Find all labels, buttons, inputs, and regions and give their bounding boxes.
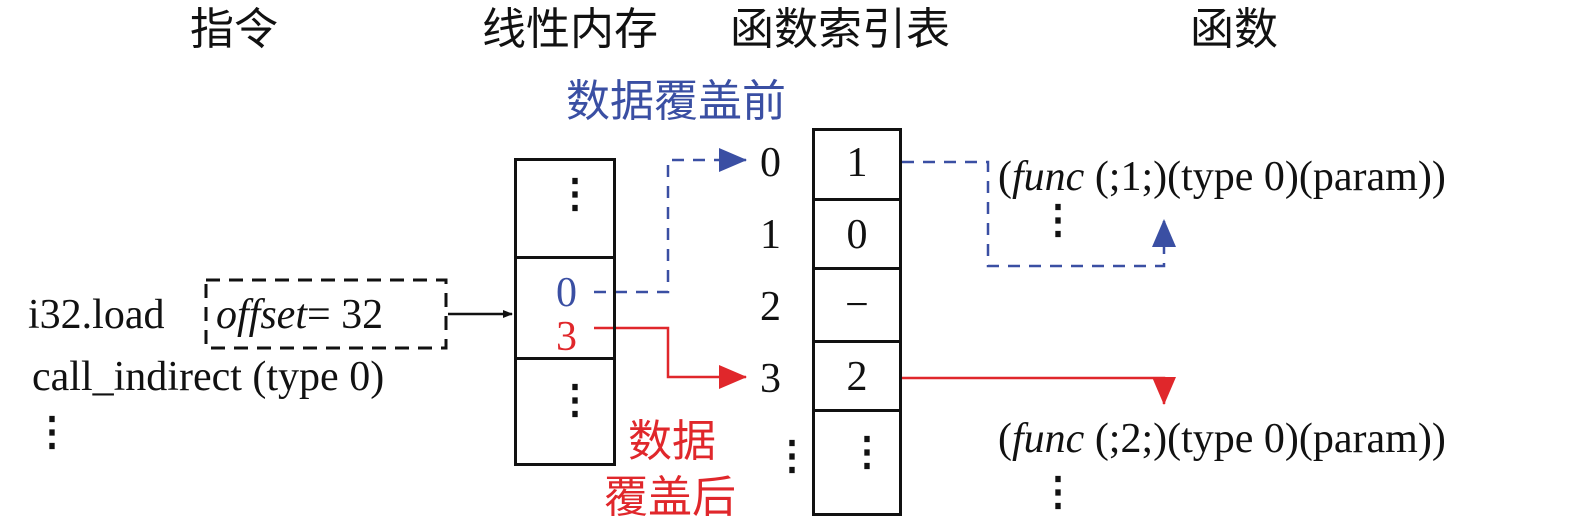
instr-call-indirect: call_indirect (type 0): [32, 354, 385, 400]
func-1-prefix: (: [998, 154, 1012, 200]
func-2-keyword: func: [1012, 416, 1085, 462]
func-table-row-1: [812, 198, 902, 270]
table-index-1: 1: [760, 212, 781, 258]
after-index-arrow: [594, 326, 747, 389]
table-index-2: 2: [760, 284, 781, 330]
func-table-box: [812, 128, 902, 516]
func-1-keyword: func: [1012, 154, 1085, 200]
header-functions: 函数: [1190, 5, 1278, 54]
memory-top-ellipsis: ⋮: [555, 171, 595, 216]
func-1-signature: (func (;1;)(type 0)(param)): [998, 156, 1446, 198]
table-index-0: 0: [760, 140, 781, 186]
header-instruction: 指令: [190, 5, 278, 54]
after-func-arrow: [902, 376, 1176, 405]
table-index-ellipsis: ⋮: [772, 433, 812, 478]
table-entry-2: −: [845, 282, 869, 328]
label-after-overwrite-line1: 数据: [628, 417, 716, 466]
linear-memory-middle-cell: [514, 256, 616, 360]
func-2-signature: (func (;2;)(type 0)(param)): [998, 418, 1446, 460]
func-table-row-3: [812, 340, 902, 412]
table-entry-0: 1: [846, 140, 868, 186]
func-2-rest: (;2;)(type 0)(param)): [1084, 416, 1446, 462]
header-func-table: 函数索引表: [730, 5, 950, 54]
label-after-overwrite-line2: 覆盖后: [604, 473, 736, 522]
func-2-prefix: (: [998, 416, 1012, 462]
offset-name: offset: [216, 292, 307, 338]
table-index-3: 3: [760, 356, 781, 402]
instr-offset: offset= 32: [216, 294, 383, 336]
func-1-rest: (;1;)(type 0)(param)): [1084, 154, 1446, 200]
header-linear-memory: 线性内存: [482, 5, 658, 54]
instr-load-op: i32.load: [28, 292, 165, 338]
linear-memory-box: [514, 158, 616, 466]
table-entry-3: 2: [846, 354, 868, 400]
memory-value-after: 3: [556, 314, 577, 360]
label-before-overwrite: 数据覆盖前: [566, 77, 786, 126]
table-entry-ellipsis: ⋮: [847, 429, 887, 474]
table-entry-1: 0: [846, 212, 868, 258]
instr-ellipsis: ⋮: [32, 409, 72, 454]
func-1-ellipsis: ⋮: [1038, 197, 1078, 242]
before-index-arrow: [594, 148, 747, 294]
before-func-arrow: [902, 160, 1176, 268]
offset-highlight-box: [204, 278, 448, 350]
memory-value-before: 0: [556, 270, 577, 316]
offset-value: = 32: [307, 292, 384, 338]
func-2-ellipsis: ⋮: [1038, 469, 1078, 514]
memory-bottom-ellipsis: ⋮: [555, 377, 595, 422]
